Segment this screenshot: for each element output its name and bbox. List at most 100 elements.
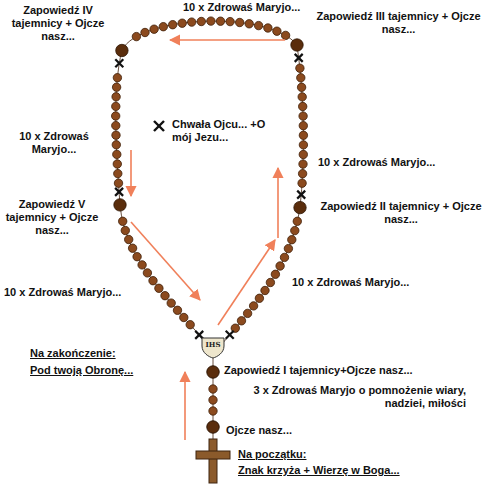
direction-arrow xyxy=(130,150,132,196)
hail-mary-bead xyxy=(298,93,306,101)
our-father-bead xyxy=(116,44,128,56)
hail-mary-bead xyxy=(284,244,292,252)
hail-mary-bead xyxy=(173,306,181,314)
ihs-medallion: IHS xyxy=(201,337,225,359)
hail-mary-bead xyxy=(159,23,167,31)
hail-mary-bead xyxy=(119,217,127,225)
medallion-outline xyxy=(202,338,224,358)
hail-mary-bead xyxy=(266,278,274,286)
section-heading: Na zakończenie: xyxy=(30,347,116,360)
glory-be-stroke xyxy=(115,59,123,67)
hail-mary-bead xyxy=(254,21,262,29)
glory-be-stroke xyxy=(115,59,123,67)
hail-mary-bead xyxy=(299,122,307,130)
glory-be-mark xyxy=(297,191,305,199)
hail-mary-bead xyxy=(112,83,120,91)
hail-mary-bead xyxy=(207,17,215,25)
hail-mary-bead xyxy=(298,170,306,178)
hail-mary-bead xyxy=(299,131,307,139)
hail-mary-bead xyxy=(197,17,205,25)
hail-mary-bead xyxy=(112,121,120,129)
glory-be-stroke xyxy=(226,331,234,339)
hail-mary-bead xyxy=(299,112,307,120)
hail-mary-bead xyxy=(143,269,151,277)
hail-mary-bead xyxy=(297,74,305,82)
rosary-beads xyxy=(112,17,308,339)
mystery-label: Zapowiedź V tajemnicy + Ojcze nasz... xyxy=(2,198,102,237)
hail-mary-bead xyxy=(112,102,120,110)
section-heading: Na początku: xyxy=(238,448,306,461)
glory-be-stroke xyxy=(295,54,303,62)
hail-mary-bead xyxy=(209,396,217,404)
hail-mary-bead xyxy=(141,28,149,36)
hail-mary-bead xyxy=(216,17,224,25)
hail-mary-bead xyxy=(299,102,307,110)
hail-mary-bead xyxy=(299,160,307,168)
hail-mary-bead xyxy=(121,226,129,234)
hail-mary-bead xyxy=(161,292,169,300)
hail-mary-bead xyxy=(186,321,194,329)
hail-mary-bead xyxy=(113,150,121,158)
hail-mary-bead xyxy=(209,407,217,415)
decade-label: 10 x Zdrowaś Maryjo... xyxy=(292,276,409,289)
glory-be-mark xyxy=(115,188,123,196)
hail-mary-bead xyxy=(112,93,120,101)
hail-mary-bead xyxy=(150,25,158,33)
decade-label: 10 x Zdrowaś Maryjo... xyxy=(318,156,435,169)
hail-mary-bead xyxy=(155,284,163,292)
prayer-note: Chwała Ojcu... +O mój Jezu... xyxy=(172,118,267,144)
direction-arrow xyxy=(131,222,200,300)
mystery-label: Zapowiedź IV tajemnicy + Ojcze nasz... xyxy=(2,4,114,43)
our-father-bead xyxy=(114,199,126,211)
hail-mary-bead xyxy=(255,294,263,302)
direction-arrow xyxy=(170,39,285,41)
hail-mary-bead xyxy=(114,179,122,187)
hail-mary-bead xyxy=(149,277,157,285)
hail-mary-bead xyxy=(188,18,196,26)
our-father-bead xyxy=(207,366,219,378)
hail-mary-bead xyxy=(226,17,234,25)
hail-mary-bead xyxy=(209,385,217,393)
glory-be-mark xyxy=(295,54,303,62)
hail-mary-bead xyxy=(276,262,284,270)
hail-mary-bead xyxy=(113,74,121,82)
hail-mary-bead xyxy=(138,261,146,269)
hail-mary-bead xyxy=(280,253,288,261)
glory-be-mark xyxy=(154,121,164,131)
hail-mary-bead xyxy=(167,299,175,307)
hail-mary-bead xyxy=(273,27,281,35)
decade-label: 10 x Zdrowaś Maryjo... xyxy=(183,1,300,14)
glory-be-mark xyxy=(115,59,123,67)
prayer-note: Ojcze nasz... xyxy=(226,424,292,437)
glory-be-stroke xyxy=(115,188,123,196)
our-father-bead xyxy=(294,201,306,213)
direction-arrow xyxy=(184,372,186,440)
hail-mary-bead xyxy=(281,31,289,39)
hail-mary-bead xyxy=(298,179,306,187)
medallion-text: IHS xyxy=(201,337,225,349)
hail-mary-bead xyxy=(299,150,307,158)
hail-mary-bead xyxy=(299,141,307,149)
decade-label: 10 x Zdrowaś Maryjo... xyxy=(4,130,104,156)
hail-mary-bead xyxy=(114,169,122,177)
hail-mary-bead xyxy=(112,131,120,139)
hail-mary-bead xyxy=(133,253,141,261)
glory-be-stroke xyxy=(297,191,305,199)
mystery-label: Zapowiedź II tajemnicy + Ojcze nasz... xyxy=(311,200,491,226)
hail-mary-bead xyxy=(237,317,245,325)
hail-mary-bead xyxy=(128,244,136,252)
prayer-note: Znak krzyża + Wierzę w Boga... xyxy=(238,464,400,477)
direction-arrows xyxy=(131,40,285,440)
hail-mary-bead xyxy=(125,235,133,243)
hail-mary-bead xyxy=(245,20,253,28)
glory-be-stroke xyxy=(115,188,123,196)
hail-mary-bead xyxy=(180,313,188,321)
hail-mary-bead xyxy=(264,24,272,32)
hail-mary-bead xyxy=(261,286,269,294)
hail-mary-bead xyxy=(271,270,279,278)
prayer-note: Pod twoją Obronę... xyxy=(30,364,133,377)
hail-mary-bead xyxy=(236,18,244,26)
cross-horizontal xyxy=(196,451,230,459)
glory-be-mark xyxy=(226,331,234,339)
hail-mary-bead xyxy=(112,141,120,149)
